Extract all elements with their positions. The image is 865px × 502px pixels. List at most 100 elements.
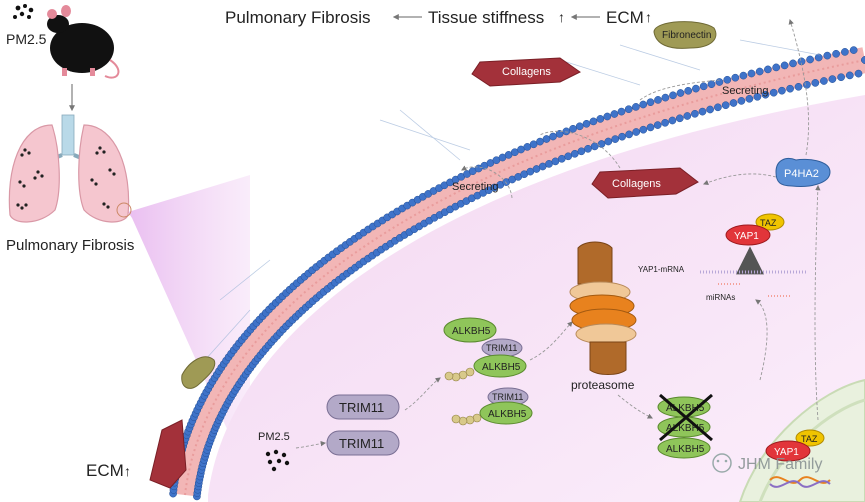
deg-alkbh5-1-label: ALKBH5 [666, 403, 705, 414]
header-ecm: ECM [606, 8, 644, 27]
phospholipid-head [610, 110, 619, 118]
fibronectin-label: Fibronectin [662, 30, 711, 41]
phospholipid-head [549, 132, 557, 141]
header-pulmonary-fibrosis: Pulmonary Fibrosis [225, 8, 371, 27]
pm25-label-left: PM2.5 [6, 31, 47, 47]
phospholipid-head [861, 56, 865, 64]
phospholipid-head [753, 92, 762, 101]
deg-alkbh5-2-label: ALKBH5 [666, 423, 705, 434]
collagens-extracellular: Collagens [471, 57, 581, 87]
yap1-taz-complex-nucleus: TAZ YAP1 [765, 429, 825, 462]
phospholipid-head [675, 114, 684, 123]
lung-icon [8, 114, 132, 223]
phospholipid-head [555, 130, 564, 138]
arrow-yap-to-p4ha2 [814, 184, 821, 421]
phospholipid-head [691, 109, 699, 118]
phospholipid-head [723, 75, 732, 84]
collagen-extracellular-left [149, 419, 187, 489]
phospholipid-head [551, 157, 560, 166]
phospholipid-head [632, 103, 640, 111]
phospholipid-head [584, 144, 592, 153]
phospholipid-head [683, 112, 692, 120]
phospholipid-head [707, 80, 716, 89]
phospholipid-head [646, 98, 655, 107]
degradation-cross-2 [659, 393, 713, 442]
phospholipid-head [789, 59, 797, 68]
ecm-fibres [204, 39, 821, 361]
trim11-big1-label: TRIM11 [339, 400, 384, 415]
deg-alkbh5-3-label: ALKBH5 [666, 444, 705, 455]
yap1-taz-complex-top: TAZ YAP1 [725, 213, 785, 246]
phospholipid-head [529, 140, 538, 149]
cell-membrane [172, 47, 865, 497]
phospholipid-head [617, 107, 626, 116]
phospholipid-head [699, 82, 708, 91]
phospholipid-head [625, 130, 633, 139]
arrow-p4ha2-to-fibronectin [788, 18, 810, 156]
phospholipid-head [698, 107, 707, 116]
phospholipid-head [832, 49, 840, 58]
phospholipid-head [706, 105, 714, 114]
membrane-phospholipid-heads [169, 46, 865, 501]
arrow-to-proteasome [529, 321, 573, 361]
phospholipid-head [669, 91, 677, 100]
phospholipid-head [820, 77, 828, 85]
phospholipid-head [747, 69, 756, 78]
alkbh5-free: ALKBH5 [443, 317, 497, 343]
phospholipid-head [811, 79, 820, 87]
mirnas-label: miRNAs [706, 293, 735, 302]
phospholipid-head [731, 73, 740, 82]
phospholipid-head [729, 99, 738, 107]
phospholipid-head [849, 46, 858, 54]
p4ha2-label: P4HA2 [784, 168, 819, 180]
phospholipid-head [575, 122, 584, 131]
arrow-proteasome-to-degraded [617, 394, 653, 419]
arrow-trim11-to-complex [404, 377, 441, 411]
arrow-nucleus-to-mrna [755, 299, 768, 381]
phospholipid-head [786, 84, 794, 93]
dna-helix [769, 476, 831, 488]
lung-caption: Pulmonary Fibrosis [6, 237, 134, 254]
alkbh5-a-label: ALKBH5 [482, 362, 521, 373]
proteasome [569, 241, 637, 375]
phospholipid-head [618, 132, 626, 141]
phospholipid-head [639, 125, 648, 134]
phospholipid-head [570, 149, 579, 158]
phospholipid-head [611, 135, 620, 143]
phospholipid-head [582, 119, 591, 128]
phospholipid-head [780, 61, 789, 70]
phospholipid-head [806, 55, 814, 64]
secreting-mid-path [539, 130, 621, 169]
phospholipid-head [654, 96, 662, 104]
fibronectin-block: Fibronectin [653, 21, 717, 49]
secreting-label-left: Secreting [452, 181, 498, 193]
phospholipid-head [837, 73, 845, 82]
collagens-inside-label: Collagens [612, 178, 661, 190]
alkbh5-b-label: ALKBH5 [488, 409, 527, 420]
watermark-text: JHM Family [738, 456, 822, 473]
phospholipid-head [823, 51, 832, 60]
p4ha2-protein: P4HA2 [775, 158, 831, 187]
trim11-b-label: TRIM11 [492, 392, 523, 402]
phospholipid-head [692, 84, 700, 93]
phospholipid-head [603, 112, 612, 121]
mirna-strands [718, 283, 790, 297]
phospholipid-head [597, 140, 606, 148]
phospholipid-head [764, 65, 772, 74]
ecm-bottom-up-arrow: ↑ [124, 463, 131, 479]
collagens-outside-label: Collagens [502, 66, 551, 78]
phospholipid-head [714, 103, 722, 112]
phospholipid-head [569, 124, 577, 133]
phospholipid-head [854, 69, 863, 78]
phospholipid-head [828, 75, 837, 83]
phospholipid-head [841, 48, 849, 56]
phospholipid-head [684, 86, 693, 95]
pm25-cell-particles [265, 449, 290, 472]
phospholipid-head [557, 154, 566, 163]
phospholipid-head [661, 93, 670, 102]
phospholipid-head [739, 71, 748, 80]
phospholipid-head [737, 97, 746, 105]
phospholipid-head [845, 71, 854, 80]
degraded-alkbh5-stack: ALKBH5 ALKBH5 ALKBH5 [657, 393, 713, 459]
